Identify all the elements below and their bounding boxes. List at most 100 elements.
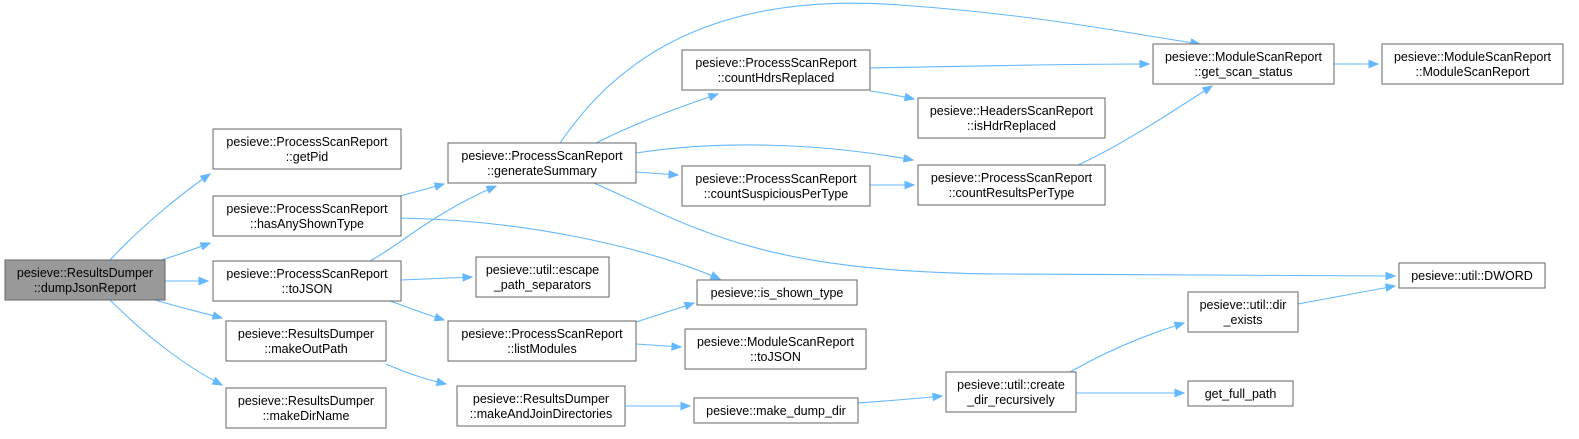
node-dumpJsonReport[interactable]: pesieve::ResultsDumper::dumpJsonReport: [4, 259, 166, 301]
edge-dirExists-to-dword: [1297, 283, 1397, 305]
node-hasAnyShownType[interactable]: pesieve::ProcessScanReport::hasAnyShownT…: [212, 195, 402, 237]
node-label-line: _path_separators: [493, 278, 591, 292]
node-label-line: pesieve::ResultsDumper: [238, 327, 374, 341]
node-makeOutPath[interactable]: pesieve::ResultsDumper::makeOutPath: [225, 320, 387, 362]
node-dirExists[interactable]: pesieve::util::dir_exists: [1187, 291, 1299, 333]
node-box: [225, 387, 387, 429]
edge-line: [369, 185, 497, 262]
node-label-line: ::getPid: [286, 150, 328, 164]
node-label-line: pesieve::util::dir: [1200, 298, 1287, 312]
node-label-line: pesieve::ModuleScanReport: [1394, 50, 1552, 64]
node-label-line: ::toJSON: [750, 350, 801, 364]
node-isHdrReplaced[interactable]: pesieve::HeadersScanReport::isHdrReplace…: [917, 97, 1106, 139]
node-makeAndJoin[interactable]: pesieve::ResultsDumper::makeAndJoinDirec…: [456, 385, 626, 427]
arrowhead-icon: [485, 185, 498, 194]
node-label-line: pesieve::util::create: [957, 378, 1065, 392]
node-getFullPath[interactable]: get_full_path: [1187, 380, 1294, 407]
node-label-line: pesieve::is_shown_type: [711, 286, 844, 300]
edge-dumpJsonReport-to-hasAnyShownType: [154, 242, 212, 263]
node-escapePath[interactable]: pesieve::util::escape_path_separators: [475, 256, 610, 298]
edge-generateSummary-to-countSuspicious: [635, 170, 680, 179]
node-label-line: pesieve::util::escape: [486, 263, 599, 277]
node-label-line: ::countResultsPerType: [949, 186, 1075, 200]
node-label-line: _exists: [1223, 313, 1263, 327]
arrowhead-icon: [199, 173, 212, 183]
node-listModules[interactable]: pesieve::ProcessScanReport::listModules: [447, 320, 637, 362]
edge-createDir-to-getFullPath: [1076, 388, 1186, 398]
node-label-line: ::get_scan_status: [1195, 65, 1293, 79]
node-label-line: ::hasAnyShownType: [250, 217, 364, 231]
arrowhead-icon: [709, 271, 722, 280]
node-getScanStatus[interactable]: pesieve::ModuleScanReport::get_scan_stat…: [1152, 43, 1335, 85]
edge-line: [593, 182, 1396, 277]
arrowhead-icon: [1139, 59, 1151, 69]
node-moduleCtor[interactable]: pesieve::ModuleScanReport::ModuleScanRep…: [1381, 43, 1564, 85]
edge-line: [109, 299, 223, 386]
node-box: [681, 49, 871, 91]
arrowhead-icon: [1384, 283, 1397, 292]
arrowhead-icon: [1368, 59, 1380, 69]
node-box: [693, 397, 859, 424]
edge-listModules-to-moduleToJSON: [635, 342, 683, 351]
arrowhead-icon: [462, 273, 474, 282]
node-label-line: _dir_recursively: [966, 393, 1055, 407]
node-countResults[interactable]: pesieve::ProcessScanReport::countResults…: [917, 164, 1106, 206]
node-label-line: pesieve::ProcessScanReport: [461, 149, 623, 163]
edge-line: [857, 395, 943, 404]
edge-countResults-to-getScanStatus: [1077, 85, 1214, 166]
node-label-line: pesieve::ModuleScanReport: [1165, 50, 1323, 64]
node-isShownType[interactable]: pesieve::is_shown_type: [696, 279, 858, 306]
node-generateSummary[interactable]: pesieve::ProcessScanReport::generateSumm…: [447, 142, 637, 184]
node-label-line: pesieve::ProcessScanReport: [226, 267, 388, 281]
arrowhead-icon: [211, 311, 224, 320]
node-makeDumpDir[interactable]: pesieve::make_dump_dir: [693, 397, 859, 424]
edge-line: [635, 144, 914, 161]
node-label-line: ::listModules: [507, 342, 576, 356]
node-label-line: ::generateSummary: [487, 164, 598, 178]
node-dword[interactable]: pesieve::util::DWORD: [1398, 262, 1546, 289]
edge-line: [559, 2, 1201, 144]
node-label-line: pesieve::ResultsDumper: [17, 266, 153, 280]
node-label-line: pesieve::ProcessScanReport: [695, 56, 857, 70]
node-label-line: ::countSuspiciousPerType: [704, 187, 849, 201]
node-box: [212, 128, 402, 170]
node-box: [447, 320, 637, 362]
node-box: [1187, 380, 1294, 407]
edge-dumpJsonReport-to-toJSON: [165, 276, 210, 286]
arrowhead-icon: [211, 376, 224, 386]
edge-line: [1077, 85, 1213, 166]
node-box: [1187, 291, 1299, 333]
node-createDir[interactable]: pesieve::util::create_dir_recursively: [945, 371, 1077, 413]
arrowhead-icon: [902, 154, 915, 163]
arrowhead-icon: [1174, 388, 1186, 398]
edge-createDir-to-dirExists: [1069, 321, 1186, 373]
arrowhead-icon: [435, 377, 448, 387]
node-box: [696, 279, 858, 306]
node-box: [1398, 262, 1546, 289]
edge-hasAnyShownType-to-isShownType: [399, 217, 722, 280]
node-label-line: pesieve::ProcessScanReport: [226, 135, 388, 149]
edge-line: [1069, 322, 1185, 373]
node-moduleToJSON[interactable]: pesieve::ModuleScanReport::toJSON: [684, 328, 867, 370]
edge-line: [1297, 285, 1396, 305]
node-makeDirName[interactable]: pesieve::ResultsDumper::makeDirName: [225, 387, 387, 429]
arrowhead-icon: [707, 92, 720, 102]
node-countSuspicious[interactable]: pesieve::ProcessScanReport::countSuspici…: [681, 165, 871, 207]
node-label-line: ::countHdrsReplaced: [718, 71, 835, 85]
arrowhead-icon: [671, 342, 683, 351]
node-label-line: ::makeAndJoinDirectories: [470, 407, 612, 421]
node-box: [917, 164, 1106, 206]
edge-line: [154, 299, 223, 319]
node-box: [945, 371, 1077, 413]
node-countHdrsReplaced[interactable]: pesieve::ProcessScanReport::countHdrsRep…: [681, 49, 871, 91]
node-label-line: ::ModuleScanReport: [1416, 65, 1530, 79]
node-toJSON[interactable]: pesieve::ProcessScanReport::toJSON: [212, 260, 402, 302]
node-label-line: ::toJSON: [282, 282, 333, 296]
edge-listModules-to-isShownType: [635, 301, 696, 323]
node-box: [917, 97, 1106, 139]
node-getPid[interactable]: pesieve::ProcessScanReport::getPid: [212, 128, 402, 170]
node-label-line: get_full_path: [1205, 387, 1277, 401]
node-box: [225, 320, 387, 362]
edge-generateSummary-to-dword: [593, 182, 1397, 281]
